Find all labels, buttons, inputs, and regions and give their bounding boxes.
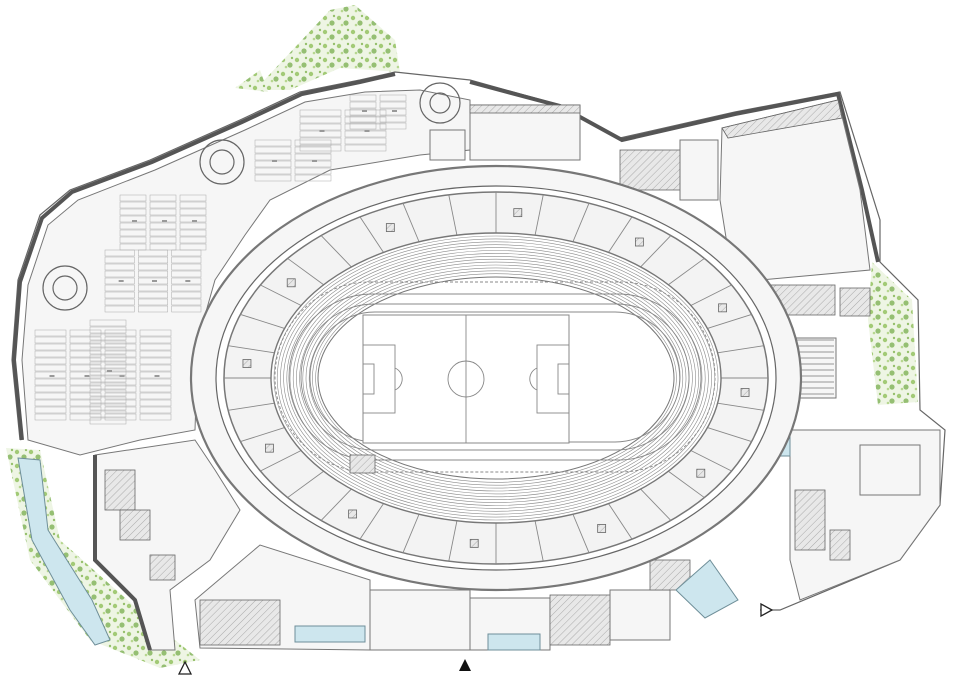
parking-ramp — [199, 139, 245, 185]
west-service-block — [93, 439, 241, 651]
water-features — [17, 407, 791, 651]
open-triangle-icon — [760, 602, 774, 618]
filled-triangle-icon — [459, 659, 471, 671]
parking-ramp — [42, 265, 88, 311]
football-pitch — [362, 314, 570, 444]
parking-deck — [21, 82, 471, 456]
parking-ramp — [419, 82, 461, 124]
entrance-markers — [177, 602, 774, 675]
stadium — [189, 164, 803, 592]
north-service-block — [429, 104, 719, 201]
open-triangle-icon — [177, 660, 193, 675]
athletics-track — [274, 281, 716, 473]
south-service-block — [194, 544, 691, 651]
